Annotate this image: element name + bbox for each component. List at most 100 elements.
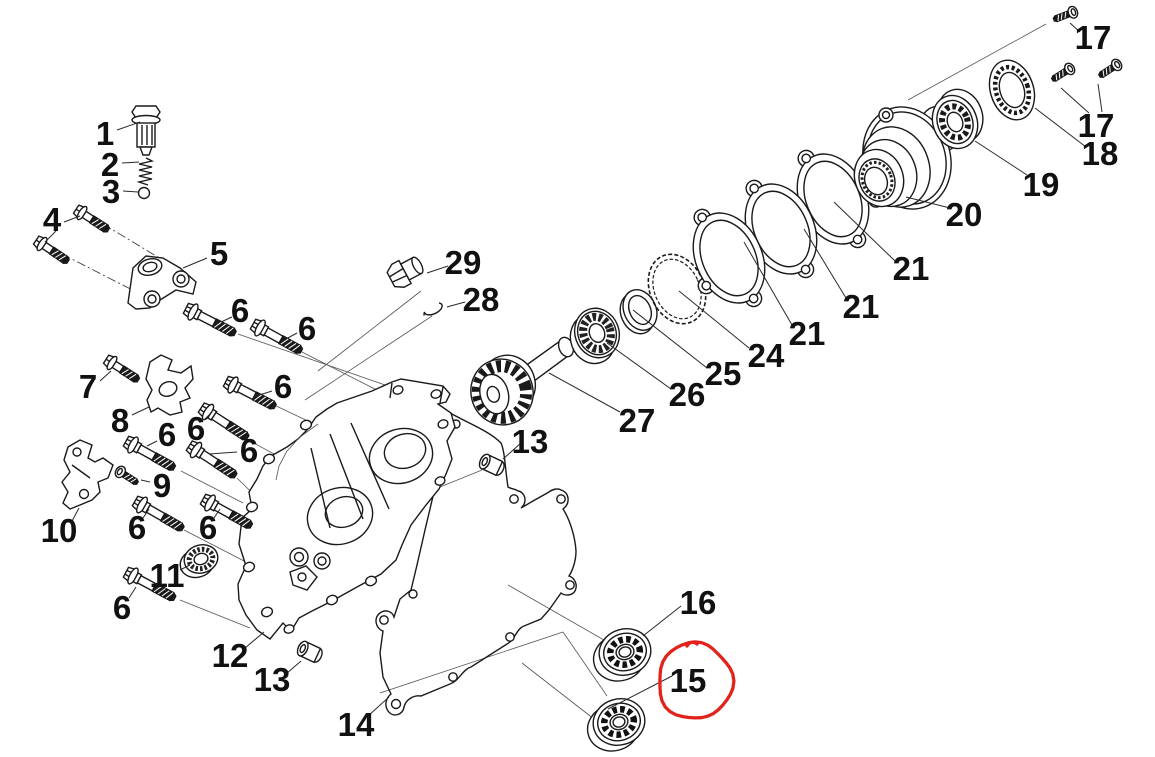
part-label-6: 6	[158, 416, 176, 453]
leader-line-17-38	[1060, 87, 1090, 114]
part-27-bevel-gear-shaft	[470, 336, 575, 426]
leader-line-18-36	[1034, 107, 1087, 148]
part-10-bracket	[61, 439, 114, 510]
leader-line-6-10	[208, 451, 238, 455]
part-26-needle-bearing	[569, 307, 621, 365]
leader-line-16-23	[642, 605, 682, 637]
highlight-annotation-nub	[685, 640, 699, 648]
part-label-6: 6	[274, 368, 292, 405]
leader-line-17-37	[1069, 22, 1081, 33]
leader-line-4-3	[63, 215, 81, 223]
part-19-ball-bearing	[931, 88, 984, 150]
part-label-3: 3	[102, 173, 120, 210]
part-3-ball	[137, 186, 151, 200]
leader-line-26-26	[606, 342, 672, 390]
part-label-10: 10	[41, 512, 78, 549]
part-label-2: 2	[101, 146, 119, 183]
leader-line-3-2	[122, 190, 139, 193]
leader-line-21-29	[743, 241, 793, 326]
part-label-28: 28	[463, 281, 500, 318]
leader-line-28-32	[446, 301, 466, 308]
part-label-6: 6	[187, 410, 205, 447]
part-8-bracket	[145, 354, 194, 416]
part-13-dowel-pin-lower	[294, 638, 326, 665]
leader-line-4-3	[44, 230, 57, 243]
part-label-5: 5	[210, 235, 228, 272]
leader-line-13-20	[285, 660, 302, 675]
part-label-14: 14	[338, 706, 375, 743]
leader-line-20-34	[905, 196, 951, 209]
part-label-13: 13	[254, 661, 291, 698]
leader-line-8-15	[131, 406, 150, 416]
case-bolt-holes	[242, 385, 449, 634]
part-label-21: 21	[789, 315, 826, 352]
leader-line-11-18	[179, 564, 191, 571]
leader-line-13-24	[502, 442, 522, 460]
leader-line-6-6	[285, 332, 298, 340]
part-18-lock-ring	[988, 59, 1036, 121]
part-label-6: 6	[199, 509, 217, 546]
part-label-6: 6	[240, 432, 258, 469]
part-label-9: 9	[153, 467, 171, 504]
leader-line-1-0	[116, 121, 141, 131]
leader-line-6-5	[220, 316, 233, 323]
leader-line-25-27	[632, 309, 708, 369]
part-15-ball-bearing	[586, 698, 646, 752]
part-label-29: 29	[445, 244, 482, 281]
leader-line-24-28	[678, 290, 750, 349]
part-9-screw	[112, 463, 142, 489]
part-label-27: 27	[619, 402, 656, 439]
part-label-25: 25	[705, 355, 742, 392]
part-21-gaskets	[692, 149, 870, 308]
leader-line-6-9	[146, 440, 158, 447]
leader-line-17-38	[1097, 83, 1103, 113]
part-label-12: 12	[212, 637, 249, 674]
leader-line-7-14	[99, 370, 112, 382]
leader-line-6-13	[128, 586, 137, 599]
leader-line-12-19	[244, 631, 265, 649]
part-label-20: 20	[946, 196, 983, 233]
leader-line-9-16	[140, 479, 151, 483]
part-label-6: 6	[231, 292, 249, 329]
part-2-spring	[136, 157, 155, 186]
part-label-17: 17	[1078, 107, 1115, 144]
leader-line-5-4	[182, 257, 208, 269]
part-16-ball-bearing	[592, 628, 652, 682]
part-label-4: 4	[43, 201, 62, 238]
part-13-dowel-pin-upper	[476, 451, 508, 478]
part-label-21: 21	[843, 288, 880, 325]
part-label-19: 19	[1023, 166, 1060, 203]
leader-line-19-35	[974, 140, 1028, 176]
part-label-6: 6	[128, 509, 146, 546]
part-label-11: 11	[150, 557, 185, 594]
part-label-15: 15	[670, 662, 707, 699]
part-label-6: 6	[298, 310, 316, 347]
part-12-crankcase-cover	[237, 378, 456, 640]
part-11-oil-seal	[179, 544, 219, 579]
part-label-26: 26	[669, 376, 706, 413]
part-1-oil-check-bolt	[131, 105, 161, 156]
construction-lines	[61, 23, 1047, 734]
part-5-bracket	[127, 255, 197, 310]
leader-line-6-12	[213, 508, 221, 519]
leader-line-27-25	[548, 372, 621, 413]
part-20-output-hub	[853, 105, 961, 210]
leader-line-6-7	[252, 390, 273, 398]
leader-line-2-1	[121, 161, 140, 164]
leader-line-14-21	[367, 696, 390, 717]
leader-line-6-11	[142, 508, 150, 519]
part-label-13: 13	[512, 423, 549, 460]
leader-line-21-31	[833, 201, 896, 262]
leader-line-6-8	[203, 413, 211, 421]
part-label-21: 21	[893, 250, 930, 287]
part-label-16: 16	[680, 584, 717, 621]
part-29-drain-plug	[386, 256, 424, 288]
part-14-cover-gasket	[375, 412, 577, 716]
highlight-annotation-circle	[658, 640, 736, 720]
part-25-collar-ring	[619, 289, 658, 335]
leader-line-21-30	[803, 228, 847, 299]
part-label-6: 6	[113, 589, 131, 626]
